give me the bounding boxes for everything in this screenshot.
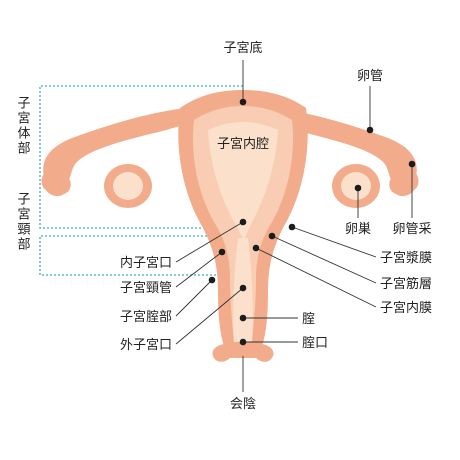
- marker-vaginal-opening: [239, 338, 247, 346]
- leader-internal-os: [175, 221, 244, 263]
- label-cervical-canal: 子宮頸管: [120, 280, 172, 296]
- label-vaginal-part: 子宮腟部: [120, 309, 172, 325]
- cervix-region-bracket: [39, 235, 243, 276]
- marker-external-os: [239, 284, 247, 292]
- leader-myometrium: [271, 235, 377, 284]
- body-region-bracket: [39, 85, 243, 229]
- label-perimetrium: 子宮漿膜: [380, 250, 432, 266]
- marker-cervical-canal: [218, 248, 226, 256]
- marker-perimetrium: [288, 223, 296, 231]
- label-fundus: 子宮底: [223, 40, 262, 56]
- label-vagina: 腟: [302, 311, 315, 327]
- marker-ovary: [354, 184, 362, 192]
- marker-fundus: [239, 98, 247, 106]
- label-perineum: 会陰: [230, 397, 256, 412]
- label-fallopian-tube: 卵管: [357, 69, 383, 84]
- label-vaginal-opening: 腟口: [302, 335, 328, 351]
- label-uterine-cavity: 子宮内腔: [217, 136, 269, 152]
- leader-endometrium: [255, 247, 377, 308]
- left-ovary: [104, 164, 152, 208]
- marker-fimbriae: [408, 160, 416, 168]
- marker-vagina: [239, 314, 247, 322]
- label-endometrium: 子宮内膜: [380, 300, 432, 316]
- leader-vaginal-part: [175, 279, 213, 317]
- label-external-os: 外子宮口: [120, 337, 172, 353]
- label-myometrium: 子宮筋層: [380, 276, 432, 292]
- label-body-of-uterus: 子宮体部: [15, 96, 31, 156]
- left-fallopian-tube: [41, 108, 190, 197]
- marker-fallopian-tube: [366, 126, 374, 134]
- label-ovary: 卵巣: [345, 222, 371, 237]
- leader-external-os: [175, 287, 244, 345]
- right-fimbriae: [389, 170, 419, 197]
- leader-cervical-canal: [175, 251, 223, 288]
- marker-endometrium: [252, 244, 260, 252]
- leader-perimetrium: [291, 226, 377, 258]
- left-fimbriae: [41, 170, 71, 197]
- label-fimbriae: 卵管采: [392, 222, 431, 237]
- uterine-cavity: [208, 122, 278, 240]
- label-cervix: 子宮頸部: [15, 192, 31, 252]
- marker-myometrium: [268, 232, 276, 240]
- marker-internal-os: [239, 218, 247, 226]
- marker-vaginal-part: [208, 276, 216, 284]
- vaginal-opening: [212, 344, 274, 362]
- label-internal-os: 内子宮口: [120, 255, 172, 271]
